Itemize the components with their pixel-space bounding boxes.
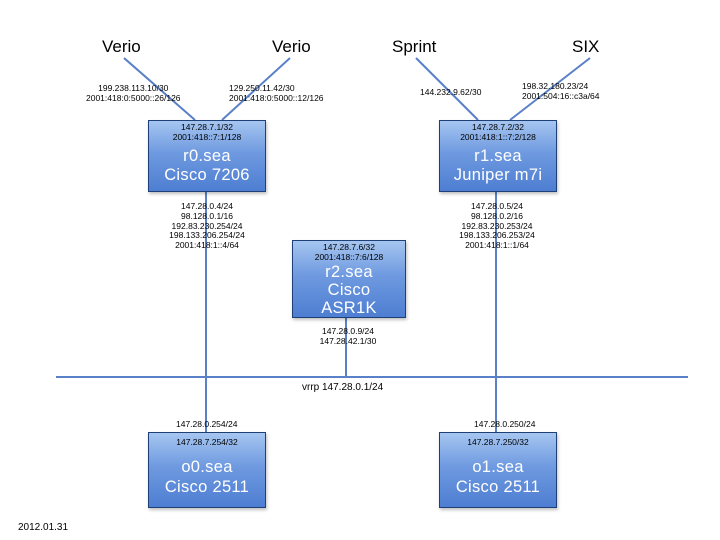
router-loopback: 147.28.7.254/32 [149,437,265,448]
router-loopback: 147.28.7.2/32 2001:418:1::7:2/128 [440,122,556,143]
uplink-address: 2001:418:0:5000::12/126 [229,92,324,103]
router-o0[interactable]: 147.28.7.254/32 o0.sea Cisco 2511 [148,432,266,508]
router-r1[interactable]: 147.28.7.2/32 2001:418:1::7:2/128 r1.sea… [439,120,557,192]
lan-address: 192.83.230.253/24 [461,220,533,231]
router-lan-addresses-r2: 147.28.0.9/24 147.28.42.1/30 [308,326,388,347]
uplink-addresses-verio-1: 199.238.113.10/30 2001:418:0:5000::26/12… [86,83,181,104]
uplink-address: 198.32.180.23/24 [522,81,589,91]
router-hostname: r0.sea [183,146,231,165]
router-model: Cisco 7206 [164,166,250,185]
uplink-addresses-verio-2: 129.250.11.42/30 2001:418:0:5000::12/126 [229,83,324,104]
lan-address: 147.28.42.1/30 [319,335,377,346]
lan-address: 147.28.0.4/24 [181,201,233,211]
loopback-address: 147.28.7.254/32 [176,437,238,447]
router-r2[interactable]: 147.28.7.6/32 2001:418::7:6/128 r2.sea C… [292,240,406,318]
lan-address: 198.133.206.253/24 [459,230,535,241]
uplink-address: 129.250.11.42/30 [229,83,295,93]
router-lan-addresses-r1: 147.28.0.5/24 98.128.0.2/16 192.83.230.2… [452,201,542,251]
lan-vrrp-label: vrrp 147.28.0.1/24 [302,382,384,393]
router-loopback: 147.28.7.6/32 2001:418::7:6/128 [293,242,405,263]
loopback-address: 147.28.7.250/32 [467,437,529,447]
router-hostname: o1.sea [472,457,524,476]
link-verio2-r0 [221,57,291,121]
router-o1[interactable]: 147.28.7.250/32 o1.sea Cisco 2511 [439,432,557,508]
peer-label-six: SIX [572,37,600,56]
lan-address: 147.28.0.250/24 [474,419,536,429]
loopback-address: 2001:418::7:1/128 [172,131,242,142]
uplink-addresses-sprint: 144.232.9.62/30 [420,87,482,98]
lan-address: 98.128.0.2/16 [471,210,523,221]
uplink-address: 2001:504:16::c3a/64 [522,90,600,101]
router-model: Cisco 2511 [455,477,541,496]
peer-label-verio-2: Verio [272,37,311,56]
lan-address: 147.28.0.9/24 [322,326,374,336]
uplink-address: 2001:418:0:5000::26/126 [86,92,181,103]
router-lan-addresses-r0: 147.28.0.4/24 98.128.0.1/16 192.83.230.2… [162,201,252,251]
loopback-address: 147.28.7.1/32 [181,122,233,132]
router-hostname: o0.sea [181,457,233,476]
lan-address: 192.83.230.254/24 [171,220,243,231]
router-hostname: r1.sea [474,146,522,165]
uplink-address: 144.232.9.62/30 [420,87,482,97]
lan-address: 2001:418:1::4/64 [175,240,239,251]
link-verio1-r0 [123,57,196,121]
loopback-address: 2001:418:1::7:2/128 [460,131,536,142]
lan-address: 98.128.0.1/16 [181,210,233,221]
router-loopback: 147.28.7.250/32 [440,437,556,448]
lan-address: 198.133.206.254/24 [169,230,245,241]
router-model: Cisco 2511 [164,477,250,496]
router-lan-addresses-o0: 147.28.0.254/24 [176,419,238,430]
router-r0[interactable]: 147.28.7.1/32 2001:418::7:1/128 r0.sea C… [148,120,266,192]
loopback-address: 147.28.7.2/32 [472,122,524,132]
loopback-address: 147.28.7.6/32 [323,242,375,252]
peer-label-verio-1: Verio [102,37,141,56]
lan-address: 2001:418:1::1/64 [465,240,529,251]
uplink-address: 199.238.113.10/30 [98,83,169,93]
router-model: Cisco [327,280,371,299]
router-loopback: 147.28.7.1/32 2001:418::7:1/128 [149,122,265,143]
router-lan-addresses-o1: 147.28.0.250/24 [474,419,536,430]
loopback-address: 2001:418::7:6/128 [314,251,384,262]
lan-address: 147.28.0.5/24 [471,201,523,211]
router-model-line-2: ASR1K [321,298,377,317]
link-six-r1 [509,57,591,121]
link-sprint-r1 [415,57,479,121]
uplink-addresses-six: 198.32.180.23/24 2001:504:16::c3a/64 [522,81,600,102]
lan-address: 147.28.0.254/24 [176,419,238,429]
peer-label-sprint: Sprint [392,37,437,56]
diagram-date: 2012.01.31 [18,522,69,533]
router-model: Juniper m7i [453,166,543,185]
router-hostname: r2.sea [325,262,373,281]
